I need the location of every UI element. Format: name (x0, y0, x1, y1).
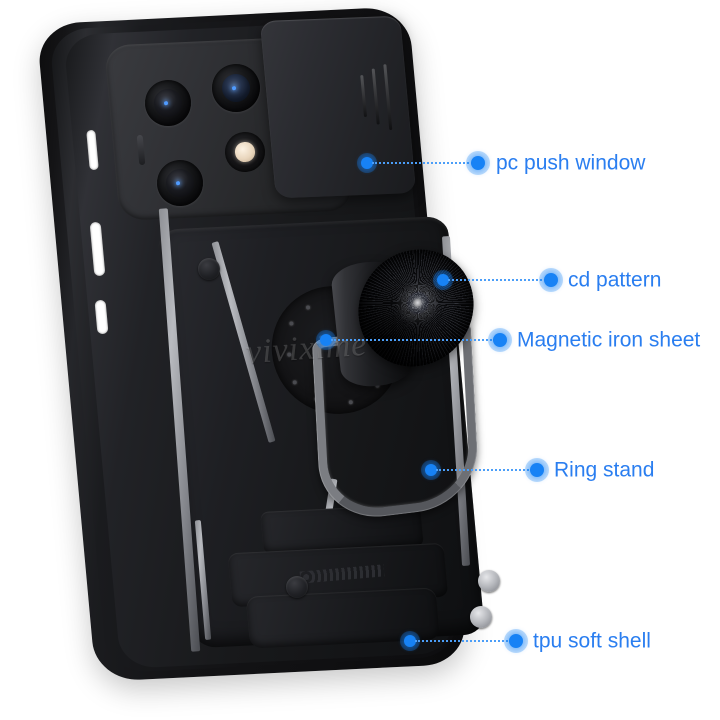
armor-screw-accent (478, 570, 500, 592)
callout-label-tpu-soft-shell: tpu soft shell (533, 629, 651, 653)
leader-line-tpu-soft-shell (415, 640, 511, 642)
anchor-dot-tpu-soft-shell (404, 635, 416, 647)
label-dot-tpu-soft-shell (509, 634, 523, 648)
anchor-dot-magnetic-iron-sheet (320, 334, 332, 346)
label-dot-ring-stand (530, 463, 544, 477)
plate-rivet (289, 321, 295, 326)
leader-line-pc-push-window (372, 162, 473, 164)
leader-line-magnetic-iron-sheet (331, 339, 495, 341)
callout-label-cd-pattern: cd pattern (568, 268, 662, 292)
anchor-dot-cd-pattern (437, 274, 449, 286)
callout-label-magnetic-iron-sheet: Magnetic iron sheet (517, 328, 701, 352)
callout-label-ring-stand: Ring stand (554, 458, 655, 482)
label-dot-magnetic-iron-sheet (493, 333, 507, 347)
anchor-dot-pc-push-window (361, 157, 373, 169)
camera-slider-cover[interactable] (259, 15, 417, 199)
armor-screw-accent (286, 576, 308, 598)
leader-line-cd-pattern (448, 279, 546, 281)
plate-rivet (306, 305, 311, 310)
anchor-dot-ring-stand (425, 464, 437, 476)
disc-center-hub (412, 297, 422, 308)
leader-line-ring-stand (436, 469, 532, 471)
slider-grip-ridge (371, 68, 380, 125)
label-dot-pc-push-window (471, 156, 485, 170)
slider-grip-ridge (360, 75, 368, 117)
armor-screw-accent (470, 606, 492, 628)
label-dot-cd-pattern (544, 273, 558, 287)
slider-grip-ridge (383, 64, 393, 131)
armor-screw-accent (198, 258, 220, 280)
plate-rivet (292, 380, 297, 385)
callout-label-pc-push-window: pc push window (496, 151, 646, 175)
